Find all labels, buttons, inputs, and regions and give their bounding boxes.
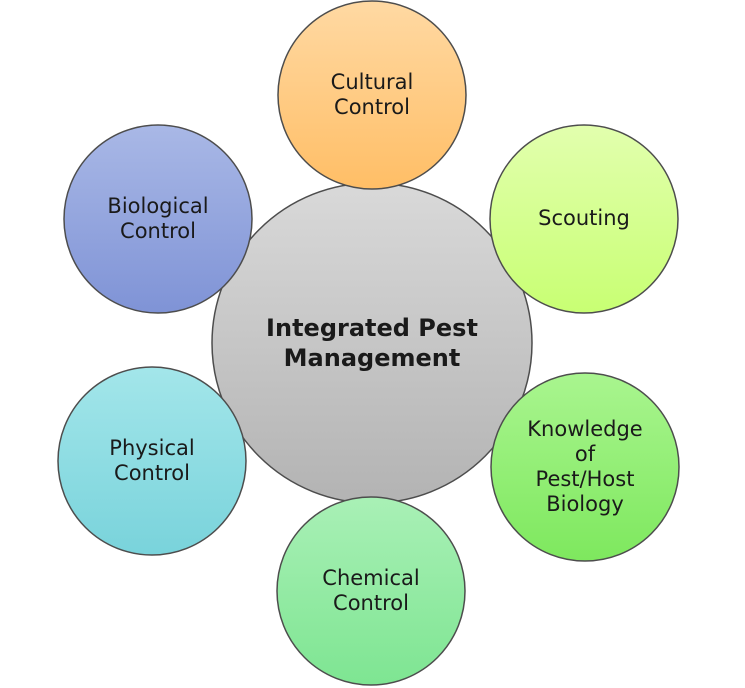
node-circle-scouting xyxy=(489,124,679,314)
node-label-biological: Biological Control xyxy=(107,193,209,243)
node-circle-cultural xyxy=(277,0,467,190)
node-circle-physical xyxy=(57,366,247,556)
node-label-chemical: Chemical Control xyxy=(322,565,420,615)
node-circle-biological xyxy=(63,124,253,314)
node-circle-chemical xyxy=(276,496,466,686)
center-label: Integrated Pest Management xyxy=(266,314,478,372)
node-label-knowledge: Knowledge of Pest/Host Biology xyxy=(527,416,643,517)
node-circle-knowledge xyxy=(490,372,680,562)
node-label-cultural: Cultural Control xyxy=(330,69,414,119)
node-label-scouting: Scouting xyxy=(538,206,630,231)
node-label-physical: Physical Control xyxy=(109,435,195,485)
